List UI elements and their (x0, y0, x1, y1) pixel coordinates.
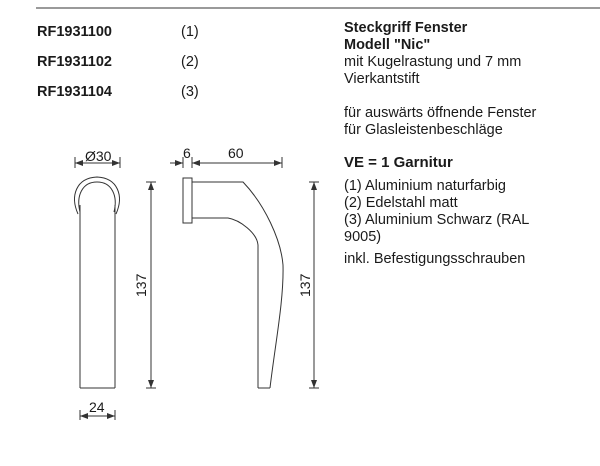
product-title: Steckgriff Fenster (344, 20, 468, 36)
projection-label: 60 (228, 145, 244, 161)
usage-text: für auswärts öffnende Fenster (344, 105, 537, 121)
finish-item: 9005) (344, 229, 382, 245)
rosette-depth-label: 6 (183, 145, 191, 161)
top-rule (36, 7, 600, 9)
article-variant: (3) (181, 84, 199, 100)
article-code: RF1931102 (37, 54, 112, 70)
side-view (170, 157, 319, 389)
product-description: Steckgriff Fenster Modell "Nic" mit Kuge… (344, 20, 600, 268)
article-variant: (1) (181, 24, 199, 40)
usage-text: für Glasleistenbeschläge (344, 122, 503, 138)
front-height-label: 137 (133, 273, 149, 297)
note-text: inkl. Befestigungsschrauben (344, 251, 526, 267)
article-code: RF1931100 (37, 24, 112, 40)
diameter-label: Ø30 (85, 148, 112, 164)
finish-item: (1) Aluminium naturfarbig (344, 178, 506, 194)
front-view (74, 157, 156, 420)
finish-item: (2) Edelstahl matt (344, 195, 458, 211)
article-code: RF1931104 (37, 84, 112, 100)
finish-item: (3) Aluminium Schwarz (RAL (344, 212, 530, 228)
feature-text: mit Kugelrastung und 7 mm (344, 54, 522, 70)
feature-text: Vierkantstift (344, 71, 420, 87)
article-variant: (2) (181, 54, 199, 70)
side-height-label: 137 (297, 273, 313, 297)
product-model: Modell "Nic" (344, 37, 431, 53)
packaging-unit: VE = 1 Garnitur (344, 154, 453, 171)
width-label: 24 (89, 399, 105, 415)
